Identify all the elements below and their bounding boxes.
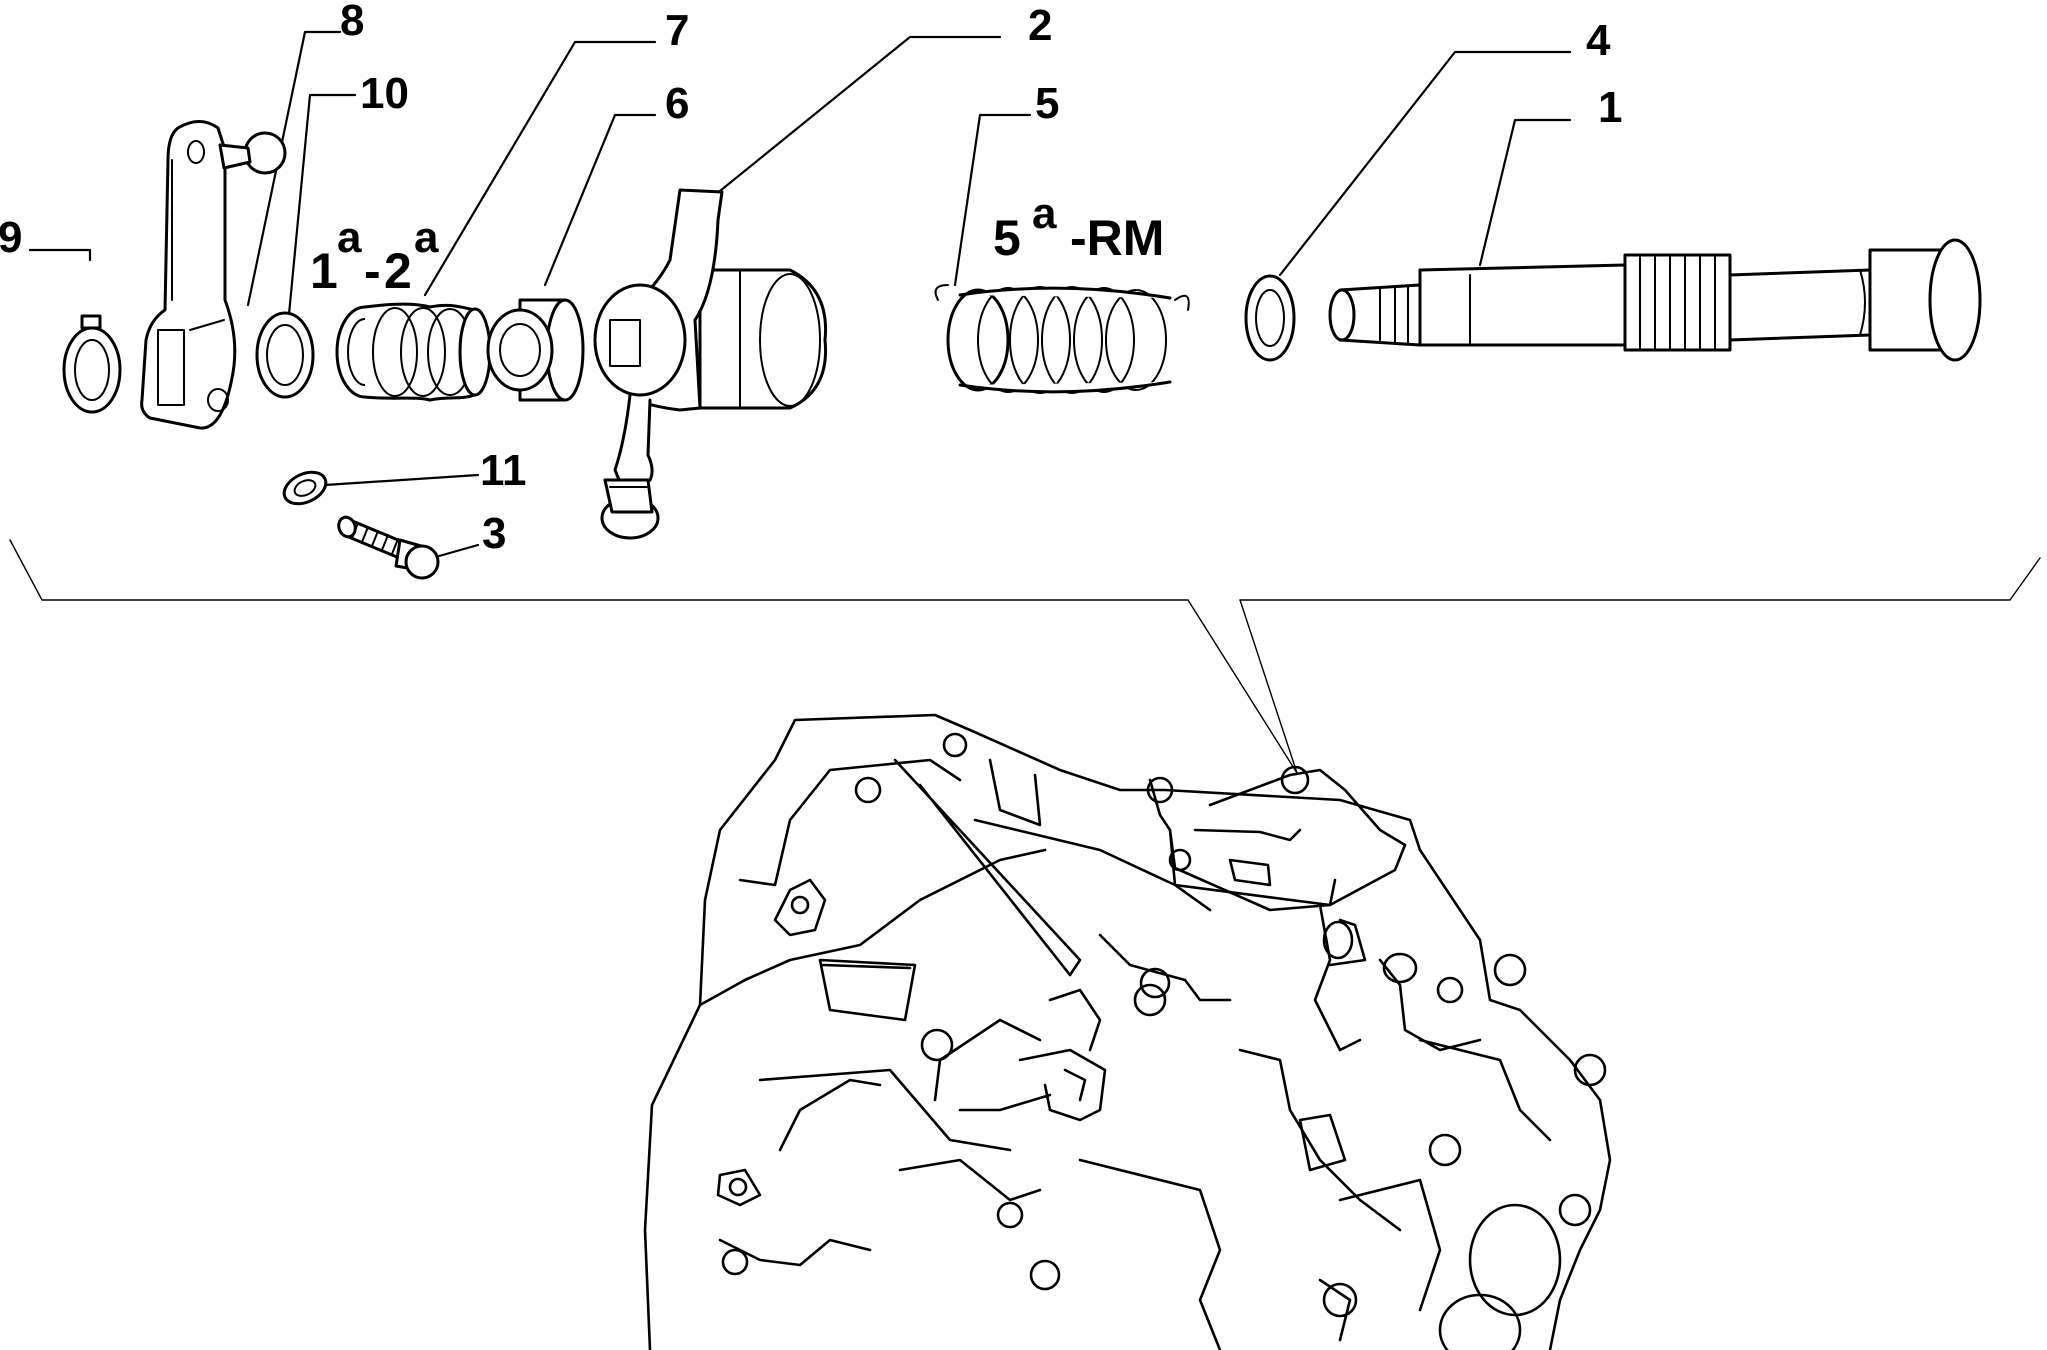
part-2-shift-fork [593, 188, 828, 540]
leader-lines [9, 30, 2041, 774]
callout-2: 2 [1028, 1, 1052, 50]
gearbox-housing [643, 713, 1612, 1350]
part-8-selector-lever [140, 120, 287, 430]
gear-sep: - [364, 243, 381, 299]
leader-9 [28, 248, 92, 262]
gear-label-low: 1 a - 2 a [310, 213, 439, 299]
gear-first-sup: a [337, 213, 362, 262]
callout-4: 4 [1586, 16, 1611, 65]
callout-11: 11 [480, 446, 527, 495]
callout-1: 1 [1598, 83, 1622, 132]
part-1-shaft [1328, 238, 1982, 362]
leader-1 [1478, 118, 1572, 267]
callout-8: 8 [340, 0, 364, 45]
callout-6: 6 [665, 79, 689, 128]
callout-10: 10 [360, 69, 409, 118]
callout-9: 9 [0, 213, 22, 262]
leader-8 [246, 30, 342, 307]
part-4-washer [1244, 274, 1296, 362]
bracket-line-right [1239, 557, 2041, 601]
bracket-line-inner [1239, 599, 1298, 774]
callout-5: 5 [1035, 79, 1059, 128]
gear-second-sup: a [414, 213, 439, 262]
part-5-spring [934, 284, 1190, 394]
leader-5 [953, 113, 1032, 287]
leader-10 [285, 93, 357, 337]
callout-7: 7 [665, 6, 689, 55]
gear-label-high: 5 a -RM [993, 189, 1164, 266]
callout-3: 3 [482, 509, 506, 558]
gear-first: 1 [310, 243, 338, 299]
bracket-line-left [9, 539, 1298, 774]
part-6-bushing [486, 298, 585, 402]
part-7-spring [335, 302, 492, 402]
leader-2 [713, 35, 1002, 197]
part-9-circlip [62, 314, 122, 414]
leader-4 [1278, 50, 1572, 277]
leader-6 [543, 113, 657, 287]
part-3-screw [337, 515, 440, 580]
callout-labels: 1 2 3 4 5 6 7 8 9 10 11 [0, 0, 1622, 558]
leader-11 [323, 473, 480, 487]
part-11-washer [282, 470, 328, 506]
leader-7 [423, 40, 657, 297]
gear-fifth-sup: a [1032, 189, 1057, 238]
gear-rm: -RM [1070, 210, 1164, 266]
gear-second: 2 [384, 243, 412, 299]
gear-fifth: 5 [993, 210, 1021, 266]
part-10-washer [255, 311, 315, 399]
